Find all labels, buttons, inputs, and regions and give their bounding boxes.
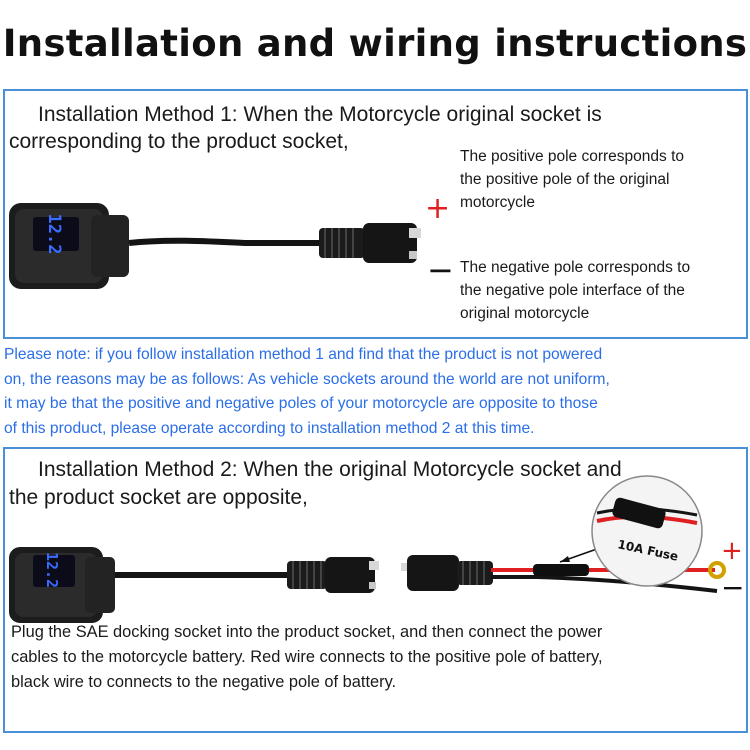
method2-heading-line1: Installation Method 2: When the original…: [38, 458, 622, 481]
voltmeter-device: [9, 203, 129, 289]
method2-heading-line2: the product socket are opposite,: [9, 486, 308, 509]
installation-note: Please note: if you follow installation …: [4, 346, 610, 437]
method1-heading-line1: Installation Method 1: When the Motorcyc…: [38, 103, 602, 126]
strain-relief: [287, 561, 327, 589]
method1-display-reading: 12.2: [44, 214, 64, 255]
method2-plus-sign: +: [721, 536, 743, 566]
page-title: Installation and wiring instructions: [2, 22, 748, 65]
method1-negative-note: The negative pole corresponds to the neg…: [460, 259, 691, 322]
method2-minus-sign: −: [721, 571, 745, 604]
method2-wiring-illustration: 12.2: [9, 475, 726, 623]
fuse-callout: [591, 475, 703, 587]
method1-cable-illustration: 12.2: [9, 203, 421, 289]
voltmeter-device: [9, 547, 115, 623]
sae-connector-product: [325, 557, 379, 593]
inline-fuse-holder: [533, 564, 589, 576]
negative-black-wire: [491, 575, 718, 593]
method1-plus-sign: +: [425, 191, 451, 226]
method2-panel: Installation Method 2: When the original…: [3, 447, 748, 733]
method1-heading-line2: corresponding to the product socket,: [9, 130, 349, 153]
sae-connector: [363, 223, 421, 263]
strain-relief: [319, 228, 365, 258]
sae-connector-harness: [401, 555, 493, 591]
method1-black-cable: [128, 237, 321, 246]
method1-panel: Installation Method 1: When the Motorcyc…: [3, 89, 748, 339]
method2-body-text: Plug the SAE docking socket into the pro…: [11, 623, 603, 691]
method2-display-reading: 12.2: [43, 552, 61, 588]
method1-positive-note: The positive pole corresponds to the pos…: [460, 148, 685, 211]
ring-terminal: [708, 561, 726, 579]
method1-minus-sign: −: [427, 251, 454, 289]
